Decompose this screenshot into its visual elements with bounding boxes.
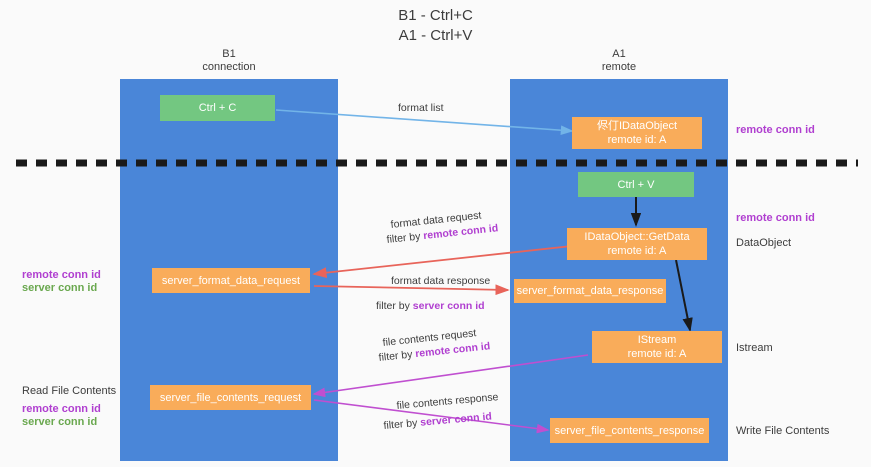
box-ctrl-v[interactable]: Ctrl + V (578, 172, 694, 197)
box-istream[interactable]: IStream remote id: A (592, 331, 722, 363)
left-annotation-remote-conn-id-2: remote conn id (22, 403, 101, 415)
box-server-format-data-request[interactable]: server_format_data_request (152, 268, 310, 293)
filter-prefix-2: filter by (376, 300, 413, 312)
left-annotation-remote-conn-id: remote conn id (22, 269, 101, 281)
box-ctrl-v-label: Ctrl + V (617, 178, 655, 191)
filter-prefix-4: filter by (383, 416, 421, 432)
right-annotation-dataobject: DataObject (736, 237, 792, 249)
box-server-file-contents-response-label: server_file_contents_response (554, 424, 705, 437)
box-server-format-data-response[interactable]: server_format_data_response (514, 279, 666, 303)
right-annotation-remote-conn-id-top: remote conn id (736, 124, 815, 136)
right-annotation-istream: Istream (736, 342, 773, 354)
filter-key-server-conn-id-2: server conn id (419, 410, 493, 429)
column-header-a1: A1 remote (510, 48, 728, 74)
left-annotation-read-file-contents: Read File Contents (22, 385, 117, 397)
box-server-file-contents-request[interactable]: server_file_contents_request (150, 385, 311, 410)
left-annotation-server-conn-id: server conn id (22, 282, 98, 294)
box-istream-title: IStream (637, 334, 677, 346)
box-server-file-contents-request-label: server_file_contents_request (159, 391, 302, 404)
edge-label-format-data-response: format data response (391, 275, 491, 287)
right-annotation-write-file-contents: Write File Contents (736, 425, 830, 437)
diagram-title: B1 - Ctrl+C A1 - Ctrl+V (0, 6, 871, 46)
edge-label-file-contents-response-filter: filter by server conn id (383, 410, 492, 433)
box-getdata[interactable]: IDataObject::GetData remote id: A (567, 228, 707, 260)
column-header-b1: B1 connection (120, 48, 338, 74)
column-b1-role: connection (202, 61, 256, 73)
column-b1-name: B1 (222, 48, 236, 60)
box-istream-subtitle: remote id: A (627, 348, 687, 360)
edge-label-format-list: format list (398, 102, 444, 114)
box-ctrl-c[interactable]: Ctrl + C (160, 95, 275, 121)
box-idataobject[interactable]: 侭仃IDataObject remote id: A (572, 117, 702, 149)
filter-key-server-conn-id-1: server conn id (412, 300, 485, 312)
title-line-1: B1 - Ctrl+C (398, 7, 473, 24)
left-annotation-server-conn-id-2: server conn id (22, 416, 98, 428)
column-a1-role: remote (601, 61, 637, 73)
title-line-2: A1 - Ctrl+V (398, 27, 473, 44)
box-getdata-title: IDataObject::GetData (584, 231, 690, 243)
filter-prefix-1: filter by (386, 230, 424, 246)
box-ctrl-c-label: Ctrl + C (198, 102, 237, 114)
box-server-file-contents-response[interactable]: server_file_contents_response (550, 418, 709, 443)
edge-label-format-data-response-filter: filter by server conn id (376, 299, 485, 313)
box-idataobject-subtitle: remote id: A (607, 134, 667, 146)
box-server-format-data-request-label: server_format_data_request (161, 274, 301, 287)
box-getdata-subtitle: remote id: A (607, 245, 667, 257)
box-idataobject-title: 侭仃IDataObject (596, 120, 678, 132)
box-server-format-data-response-label: server_format_data_response (516, 285, 664, 297)
filter-prefix-3: filter by (378, 348, 416, 364)
column-a1-name: A1 (612, 48, 626, 60)
right-annotation-remote-conn-id-mid: remote conn id (736, 212, 815, 224)
